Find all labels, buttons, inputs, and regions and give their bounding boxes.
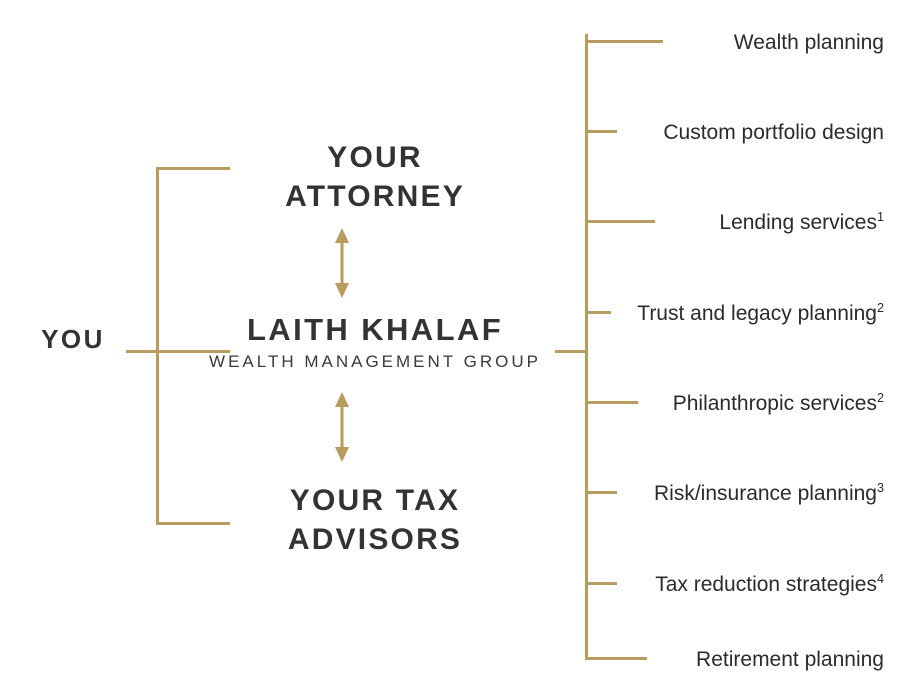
node-your-tax-advisors-line2: ADVISORS xyxy=(287,523,463,556)
service-label-3: Lending services xyxy=(719,211,877,234)
service-label-7: Tax reduction strategies xyxy=(655,573,877,596)
services-bracket-stub-7 xyxy=(585,582,617,585)
double-arrow-attorney-firm-icon xyxy=(331,228,353,298)
left-bracket-arm-attorney xyxy=(156,167,230,170)
service-label-2: Custom portfolio design xyxy=(663,121,884,144)
node-firm-subtitle: WEALTH MANAGEMENT GROUP xyxy=(209,351,541,371)
connector-you-to-bracket xyxy=(126,350,159,353)
double-arrow-firm-tax-advisors-icon xyxy=(331,392,353,462)
service-label-5: Philanthropic services xyxy=(672,392,877,415)
client-node-you: YOU xyxy=(41,324,105,354)
left-bracket-arm-tax-advisors xyxy=(156,522,230,525)
service-item-2: Custom portfolio design xyxy=(663,122,884,143)
node-your-tax-advisors: YOUR TAX ADVISORS xyxy=(190,481,560,559)
services-bracket-stub-4 xyxy=(585,311,611,314)
services-bracket-stub-2 xyxy=(585,130,617,133)
node-your-attorney: YOUR ATTORNEY xyxy=(190,138,560,216)
services-bracket-stub-6 xyxy=(585,491,617,494)
services-bracket-stub-5 xyxy=(585,401,638,404)
left-bracket-arm-firm xyxy=(156,350,230,353)
service-note-3: 1 xyxy=(876,210,884,224)
connector-firm-to-services-bracket xyxy=(555,350,588,353)
node-your-attorney-line1: YOUR xyxy=(327,141,423,174)
service-item-6: Risk/insurance planning3 xyxy=(654,481,884,505)
service-label-4: Trust and legacy planning xyxy=(637,302,877,325)
node-your-tax-advisors-line1: YOUR TAX xyxy=(289,484,461,517)
service-note-7: 4 xyxy=(876,572,884,586)
service-item-1: Wealth planning xyxy=(734,32,884,53)
service-item-7: Tax reduction strategies4 xyxy=(655,572,884,596)
services-bracket-stub-1 xyxy=(585,40,663,43)
service-note-4: 2 xyxy=(876,301,884,315)
left-bracket-spine xyxy=(156,167,159,525)
service-note-6: 3 xyxy=(876,481,884,495)
node-your-attorney-line2: ATTORNEY xyxy=(285,180,465,213)
services-bracket-stub-8 xyxy=(585,657,647,660)
service-item-8: Retirement planning xyxy=(696,649,884,670)
service-item-4: Trust and legacy planning2 xyxy=(637,301,884,325)
services-bracket-stub-3 xyxy=(585,220,655,223)
service-label-1: Wealth planning xyxy=(733,31,884,54)
node-firm-title: LAITH KHALAF xyxy=(246,312,504,347)
service-note-5: 2 xyxy=(876,391,884,405)
service-label-8: Retirement planning xyxy=(696,648,884,671)
service-item-3: Lending services1 xyxy=(719,210,884,234)
service-label-6: Risk/insurance planning xyxy=(654,482,877,505)
service-item-5: Philanthropic services2 xyxy=(672,391,884,415)
node-firm: LAITH KHALAF WEALTH MANAGEMENT GROUP xyxy=(190,312,560,372)
services-bracket-spine xyxy=(585,34,588,660)
